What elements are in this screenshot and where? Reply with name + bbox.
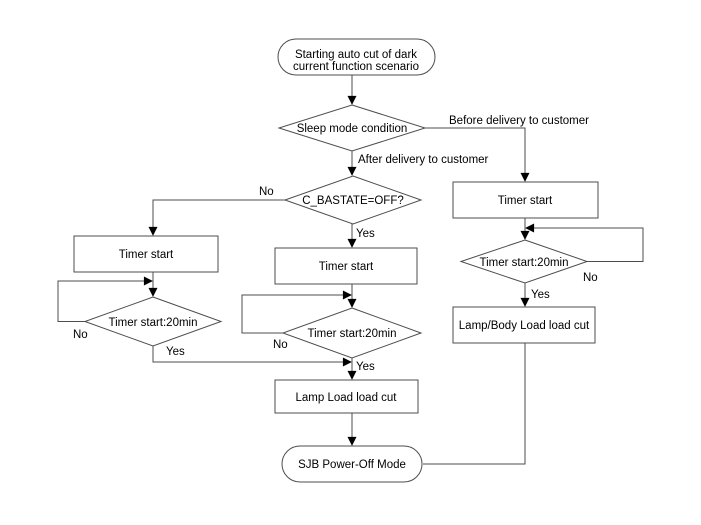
label-after-delivery: After delivery to customer	[358, 154, 489, 166]
edge-sleep-to-right-timer	[425, 127, 530, 182]
label-cbastate-yes: Yes	[356, 228, 375, 240]
left-timer-process	[73, 235, 219, 273]
label-mid-no: No	[273, 339, 288, 351]
sleep-condition-label: Sleep mode condition	[297, 123, 408, 135]
edge-lamp-body-to-end	[423, 343, 526, 465]
edge-mid-20min-no-loop	[241, 290, 352, 334]
label-cbastate-no: No	[259, 186, 274, 198]
lamp-body-cut-label: Lamp/Body Load load cut	[459, 320, 590, 332]
label-mid-yes: Yes	[356, 361, 375, 373]
right-20min-decision	[459, 239, 589, 284]
end-terminator-label: SJB Power-Off Mode	[298, 459, 406, 471]
label-left-no: No	[73, 329, 88, 341]
left-timer-label: Timer start	[119, 249, 174, 261]
label-before-delivery: Before delivery to customer	[449, 115, 589, 127]
edge-right-20min-no-loop	[525, 223, 644, 262]
nodes: Starting auto cut of dark current functi…	[73, 38, 599, 483]
mid-timer-process	[274, 247, 418, 285]
right-20min-label: Timer start:20min	[479, 257, 568, 269]
right-timer-process	[452, 181, 599, 219]
start-terminator	[277, 38, 436, 76]
lamp-cut-label: Lamp Load load cut	[295, 392, 397, 404]
mid-20min-decision	[281, 307, 423, 359]
left-20min-label: Timer start:20min	[108, 317, 197, 329]
cbastate-label: C_BASTATE=OFF?	[302, 195, 404, 207]
left-20min-decision	[83, 296, 223, 347]
mid-20min-label: Timer start:20min	[307, 328, 396, 340]
edges	[57, 75, 644, 465]
label-left-yes: Yes	[166, 346, 185, 358]
cbastate-decision	[283, 175, 423, 225]
lamp-cut-process	[274, 379, 419, 414]
start-terminator-label-line1: Starting auto cut of dark	[295, 49, 417, 61]
edge-labels: Before delivery to customer After delive…	[73, 115, 598, 373]
edge-cbastate-no-to-left-timer	[148, 199, 285, 236]
mid-timer-label: Timer start	[319, 261, 374, 273]
sleep-condition-decision	[277, 104, 427, 152]
label-right-yes: Yes	[531, 289, 550, 301]
edge-left-20min-no-loop	[57, 276, 153, 322]
lamp-body-cut-process	[452, 306, 596, 344]
right-timer-label: Timer start	[498, 195, 553, 207]
label-right-no: No	[583, 272, 598, 284]
edge-left-20min-yes	[152, 346, 352, 367]
end-terminator	[281, 445, 423, 483]
start-terminator-label-line2: current function scenario	[293, 61, 419, 73]
